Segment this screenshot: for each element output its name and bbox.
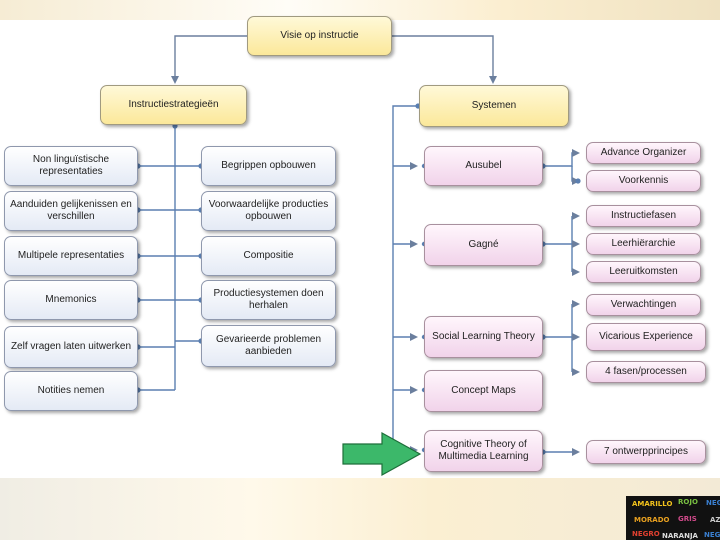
ausubel-item: Advance Organizer [586,142,701,164]
strategy-node: Voorwaardelijke producties opbouwen [201,191,336,231]
logo-word: NARANJA [662,532,698,540]
root-node: Visie op instructie [247,16,392,56]
slt-item: Verwachtingen [586,294,701,316]
highlight-arrow-icon [342,431,422,477]
gagne-item: Instructiefasen [586,205,701,227]
strategy-node: Begrippen opbouwen [201,146,336,186]
strategy-node: Mnemonics [4,280,138,320]
root-connector [171,35,247,84]
logo-word: AZ [710,516,720,524]
left-col2-connectors [175,165,201,342]
systems-node: Systemen [419,85,569,127]
slt-connectors [543,300,580,376]
logo-word: NEGRO [632,530,660,538]
system-node-social-learning: Social Learning Theory [424,316,543,358]
strategy-node: Aanduiden gelijkenissen en verschillen [4,191,138,231]
left-col1-connectors [138,165,175,391]
strategies-node: Instructiestrategieën [100,85,247,125]
logo-word: NEG [706,499,720,507]
gagne-connectors [543,212,580,276]
top-decoration [0,0,720,20]
gagne-item: Leerhiërarchie [586,233,701,255]
strategy-node: Zelf vragen laten uitwerken [4,326,138,368]
gagne-item: Leeruitkomsten [586,261,701,283]
ausubel-connectors [543,149,580,185]
system-node-gagne: Gagné [424,224,543,266]
strategy-node: Productiesystemen doen herhalen [201,280,336,320]
logo-word: GRIS [678,515,697,523]
system-node-ctml: Cognitive Theory of Multimedia Learning [424,430,543,472]
ausubel-item: Voorkennis [586,170,701,192]
logo-word: AMARILLO [632,500,673,508]
slt-item: 4 fasen/processen [586,361,706,383]
ctml-item: 7 ontwerpprincipes [586,440,706,464]
systems-connectors [392,105,418,454]
bottom-decoration [0,478,720,540]
logo-word: ROJO [678,498,698,506]
logo-word: NEG [704,531,720,539]
slt-item: Vicarious Experience [586,323,706,351]
color-words-logo: AMARILLO ROJO NEG MORADO GRIS AZ NEGRO N… [626,496,720,540]
strategy-node: Multipele representaties [4,236,138,276]
strategy-node: Non linguïstische representaties [4,146,138,186]
root-connector [392,35,497,84]
logo-word: MORADO [634,516,670,524]
strategy-node: Gevarieerde problemen aanbieden [201,325,336,367]
system-node-concept-maps: Concept Maps [424,370,543,412]
strategy-node: Notities nemen [4,371,138,411]
left-connector-dots [135,123,204,393]
strategy-node: Compositie [201,236,336,276]
system-node-ausubel: Ausubel [424,146,543,186]
